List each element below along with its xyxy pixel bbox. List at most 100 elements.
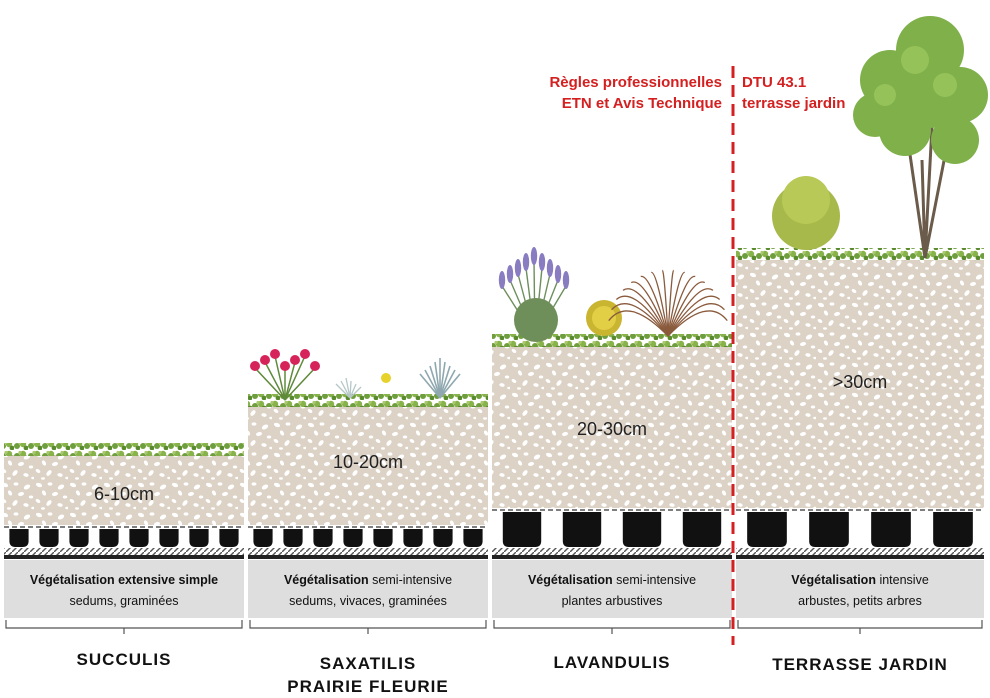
- drainage-cell: [809, 512, 849, 547]
- depth-label-lavandulis: 20-30cm: [576, 419, 648, 439]
- system-name-line1: LAVANDULIS: [553, 653, 671, 672]
- flower-stem: [264, 361, 286, 401]
- grass-carex-blade: [640, 275, 669, 337]
- grass-carex-blade: [667, 275, 696, 337]
- depth-label-terrasse: >30cm: [832, 372, 888, 392]
- regulation-right-line2: terrasse jardin: [742, 95, 846, 112]
- grass-blade: [424, 369, 441, 399]
- drainage-cell: [219, 529, 239, 547]
- grass-carex-blade: [667, 303, 725, 337]
- roof-deck-line-lavandulis: [492, 555, 732, 559]
- drainage-cell: [283, 529, 303, 547]
- description-terrasse: Végétalisation intensive arbustes, petit…: [736, 572, 984, 609]
- sedum-mat-lavandulis: [492, 334, 732, 347]
- description-subtitle: sedums, vivaces, graminées: [289, 594, 447, 608]
- grass-blade: [419, 373, 441, 399]
- drainage-cell: [343, 529, 363, 547]
- flower-stem: [254, 367, 286, 401]
- lavender-spike: [514, 259, 522, 277]
- drainage-cell: [747, 512, 787, 547]
- flower-stem: [284, 355, 306, 401]
- drainage-cell: [159, 529, 179, 547]
- tree-canopy-highlight: [933, 73, 957, 97]
- roof-deck-line-succulis: [4, 555, 244, 559]
- grass-carex-blade: [611, 303, 669, 337]
- grass-carex-blade: [667, 269, 675, 337]
- grass-carex-blade: [651, 271, 669, 337]
- drainage-cell: [129, 529, 149, 547]
- system-name-line2: PRAIRIE FLEURIE: [287, 677, 449, 696]
- pink-flower: [290, 355, 300, 365]
- grass-blade: [349, 386, 362, 399]
- grass-carex-blade: [622, 288, 669, 337]
- drainage-cell: [99, 529, 119, 547]
- description-title-bold: Végétalisation: [527, 573, 613, 587]
- description-title-bold: Végétalisation: [29, 573, 115, 587]
- drainage-cell: [871, 512, 911, 547]
- waterproofing-layer-terrasse: [736, 548, 984, 555]
- flower-stem: [284, 367, 316, 401]
- grass-carex-blade: [667, 288, 714, 337]
- info-band-terrasse: [736, 560, 984, 618]
- regulation-label-left: Règles professionnelles ETN et Avis Tech…: [470, 72, 722, 114]
- sedum-mat-succulis: [4, 443, 244, 456]
- regulation-left-line1: Règles professionnelles: [549, 74, 722, 91]
- description-subtitle: arbustes, petits arbres: [798, 594, 922, 608]
- grass-blade: [439, 365, 451, 399]
- substrate-layer-lavandulis: [492, 346, 732, 508]
- waterproofing-layer-lavandulis: [492, 548, 732, 555]
- system-name-line1: TERRASSE JARDIN: [772, 655, 948, 674]
- drainage-cell: [189, 529, 209, 547]
- regulation-left-line2: ETN et Avis Technique: [561, 95, 722, 112]
- tree-trunk: [903, 69, 952, 259]
- drainage-cell: [9, 529, 29, 547]
- description-title-rest: semi-intensive: [372, 573, 453, 587]
- lavender-foliage: [514, 298, 558, 342]
- drainage-cell: [39, 529, 59, 547]
- pink-flower: [310, 361, 320, 371]
- yellow-flower: [381, 373, 391, 383]
- regulation-label-right: DTU 43.1 terrasse jardin: [742, 72, 942, 114]
- grass-blade: [429, 365, 441, 399]
- waterproofing-layer-saxatilis: [248, 548, 488, 555]
- lavender-spike: [522, 253, 530, 271]
- pink-flower: [300, 349, 310, 359]
- drainage-cell: [682, 512, 722, 547]
- drainage-cell: [463, 529, 483, 547]
- description-title-bold: Végétalisation: [791, 573, 876, 587]
- pink-flower: [270, 349, 280, 359]
- info-band-lavandulis: [492, 560, 732, 618]
- info-band-succulis: [4, 560, 244, 618]
- description-title-rest: extensive simple: [118, 573, 219, 587]
- grass-blade: [439, 369, 456, 399]
- lavender-spike: [506, 265, 514, 283]
- lavender-spike: [562, 271, 570, 289]
- system-name-succulis: SUCCULIS: [4, 648, 244, 671]
- description-title-rest: semi-intensive: [616, 573, 697, 587]
- bracket-saxatilis: [249, 620, 487, 634]
- conifer-shrub-top: [782, 176, 830, 224]
- depth-label-succulis: 6-10cm: [93, 484, 155, 504]
- description-saxatilis: Végétalisation semi-intensive sedums, vi…: [248, 572, 488, 609]
- grass-carex-blade: [667, 295, 721, 337]
- pink-flower: [250, 361, 260, 371]
- grass-carex-blade: [615, 295, 669, 337]
- system-name-line1: SUCCULIS: [76, 650, 172, 669]
- system-name-line1: SAXATILIS: [319, 654, 417, 673]
- grass-carex-blade: [608, 310, 669, 337]
- regulation-right-line1: DTU 43.1: [742, 74, 807, 91]
- depth-label-saxatilis: 10-20cm: [332, 452, 404, 472]
- bracket-succulis: [5, 620, 243, 634]
- flower-stem: [274, 355, 286, 401]
- system-name-terrasse: TERRASSE JARDIN: [736, 653, 984, 676]
- system-name-saxatilis: SAXATILIS PRAIRIE FLEURIE: [248, 652, 488, 698]
- grass-carex-blade: [667, 281, 706, 337]
- grass-blade: [345, 377, 351, 399]
- description-title-rest: intensive: [879, 573, 929, 587]
- description-lavandulis: Végétalisation semi-intensive plantes ar…: [492, 572, 732, 609]
- drainage-cell: [502, 512, 542, 547]
- grass-blade: [434, 361, 441, 399]
- description-subtitle: plantes arbustives: [561, 594, 663, 608]
